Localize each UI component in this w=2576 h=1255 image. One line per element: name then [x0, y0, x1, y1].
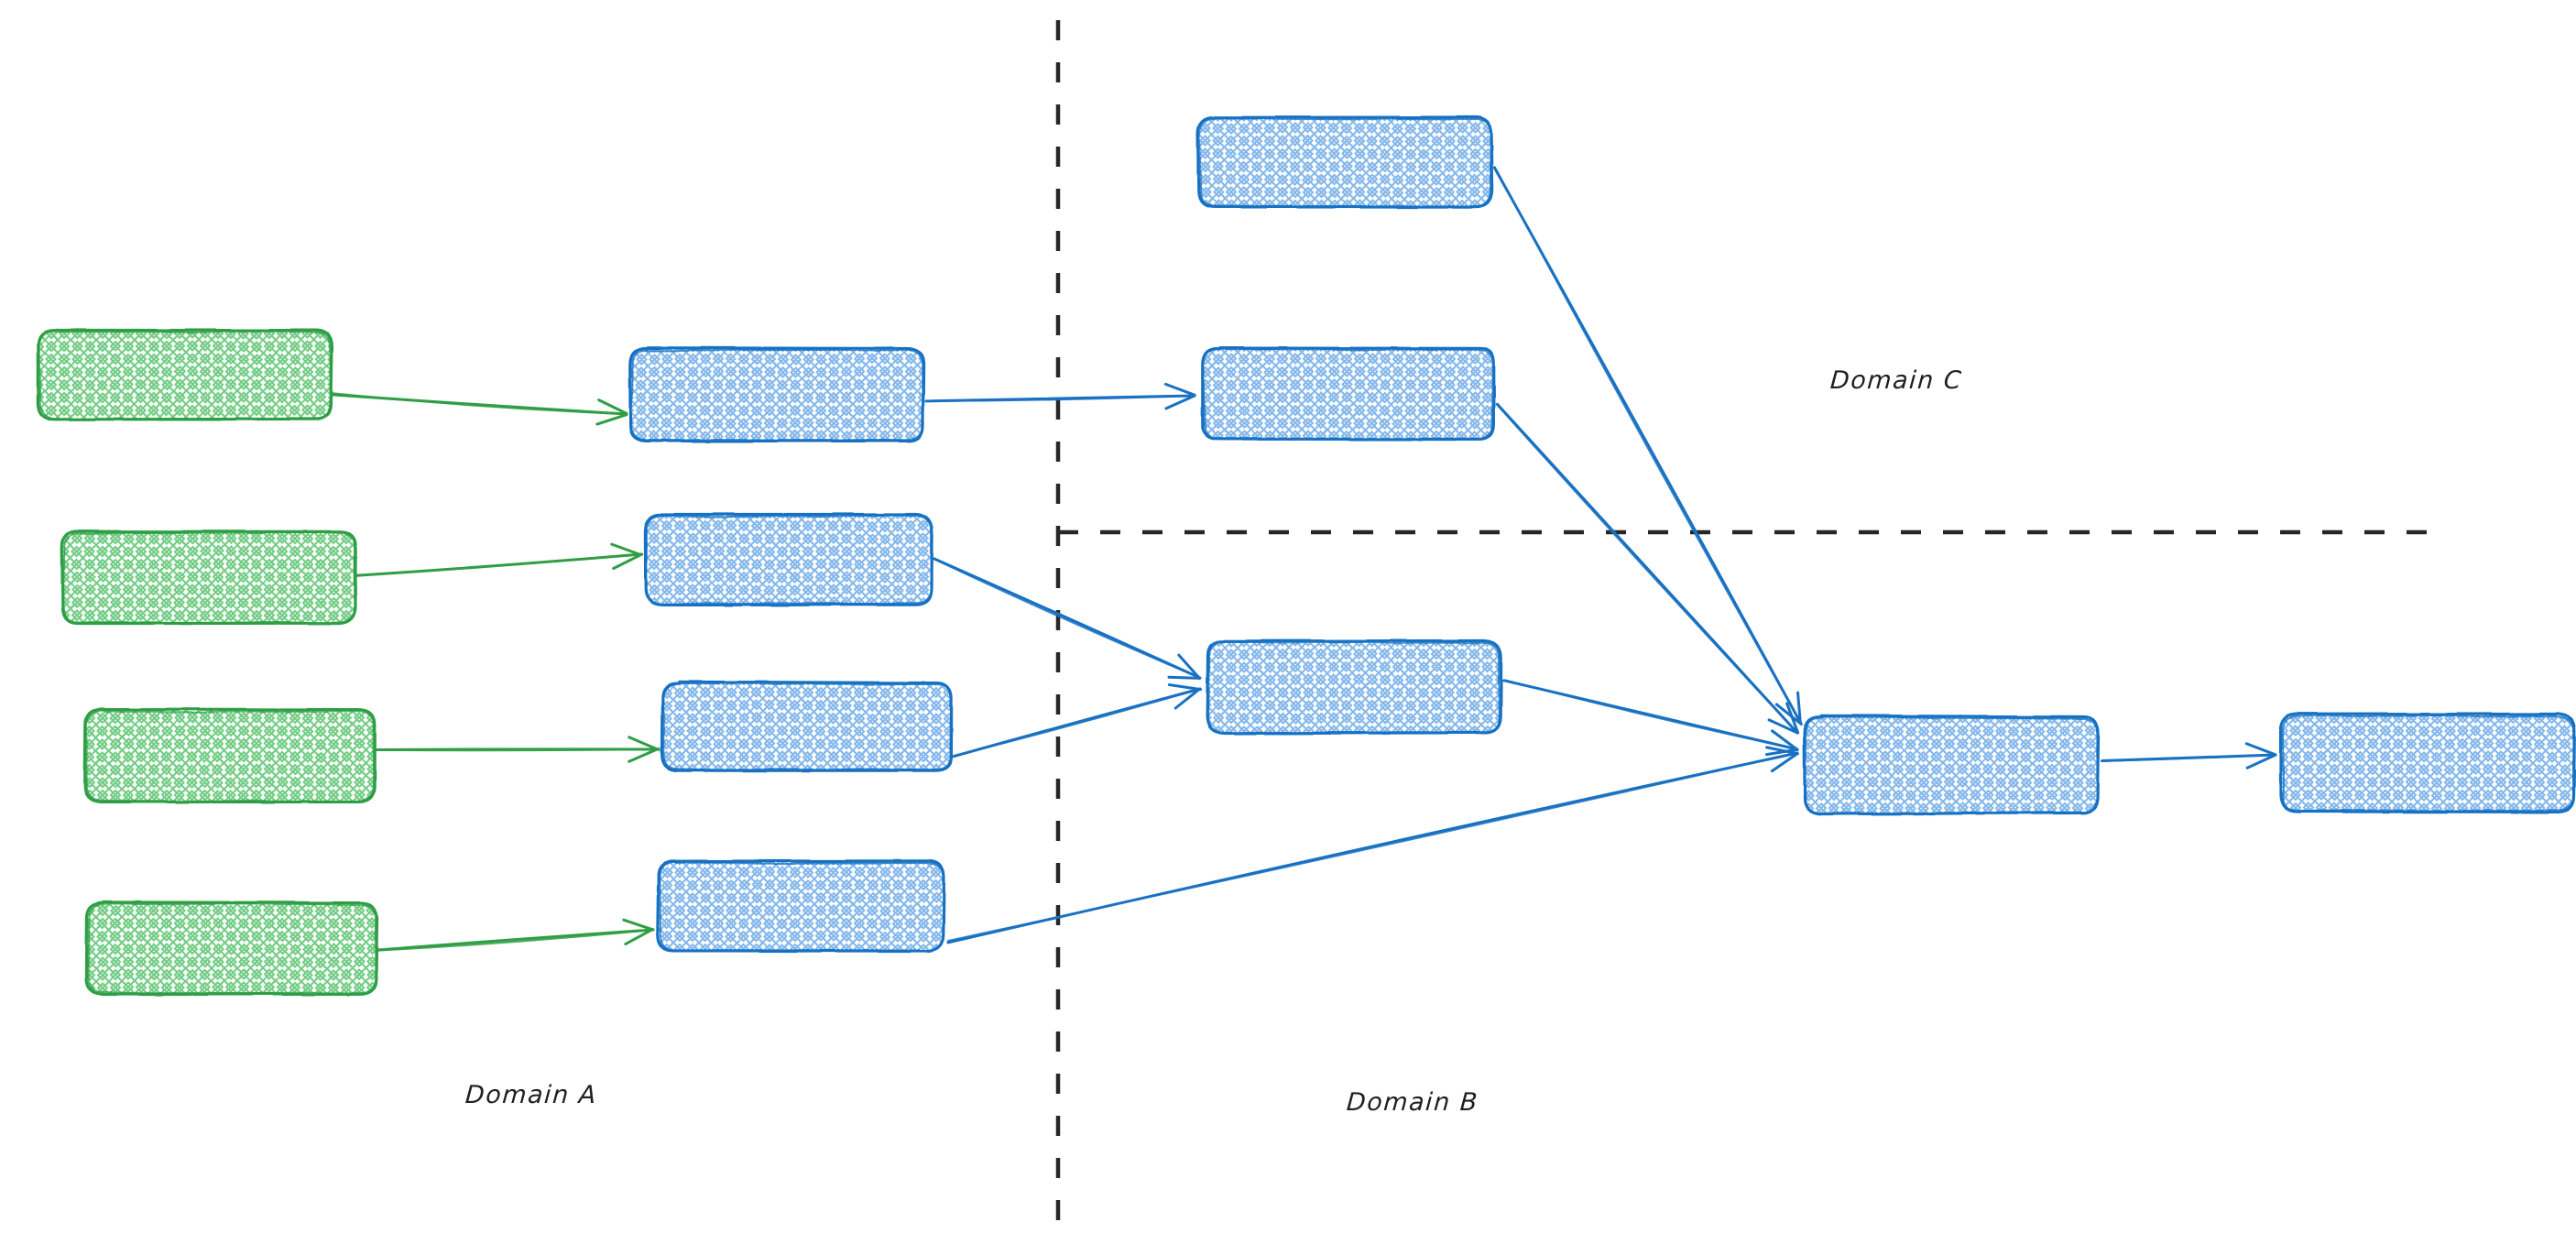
domain-b-label: Domain B [1345, 1088, 1479, 1117]
edge-b1-c2[interactable] [924, 382, 1196, 410]
blue-node-b2[interactable] [643, 512, 933, 607]
edge-b2-c3[interactable] [933, 557, 1202, 680]
edge-c2-d1[interactable] [1495, 402, 1800, 735]
edge-a4-b4[interactable] [376, 918, 655, 952]
blue-node-c2[interactable] [1201, 346, 1496, 442]
edge-a2-b2[interactable] [355, 542, 644, 577]
blue-node-c3[interactable] [1206, 638, 1503, 736]
domain-dividers [1055, 20, 2448, 1241]
edge-b4-d1[interactable] [946, 746, 1799, 944]
domain-c-label: Domain C [1828, 366, 1964, 395]
edges-layer [330, 166, 2277, 952]
blue-node-d1[interactable] [1803, 714, 2101, 816]
nodes-layer [37, 115, 2576, 997]
green-node-a4[interactable] [84, 900, 379, 997]
edge-a1-b1[interactable] [330, 392, 628, 426]
edge-b3-c3[interactable] [952, 682, 1203, 758]
blue-node-b3[interactable] [660, 680, 954, 772]
edge-c3-d1[interactable] [1502, 679, 1799, 757]
blue-node-b1[interactable] [628, 346, 925, 443]
edge-d1-d2[interactable] [2100, 742, 2277, 769]
domain-a-label: Domain A [464, 1081, 598, 1109]
green-node-a3[interactable] [83, 707, 377, 804]
blue-node-d2[interactable] [2278, 712, 2576, 813]
edge-c1-d1[interactable] [1492, 166, 1803, 726]
blue-node-b4[interactable] [656, 859, 946, 953]
blue-node-c1[interactable] [1196, 115, 1494, 209]
green-node-a2[interactable] [60, 529, 357, 626]
edge-a3-b3[interactable] [375, 736, 660, 763]
green-node-a1[interactable] [37, 328, 334, 421]
